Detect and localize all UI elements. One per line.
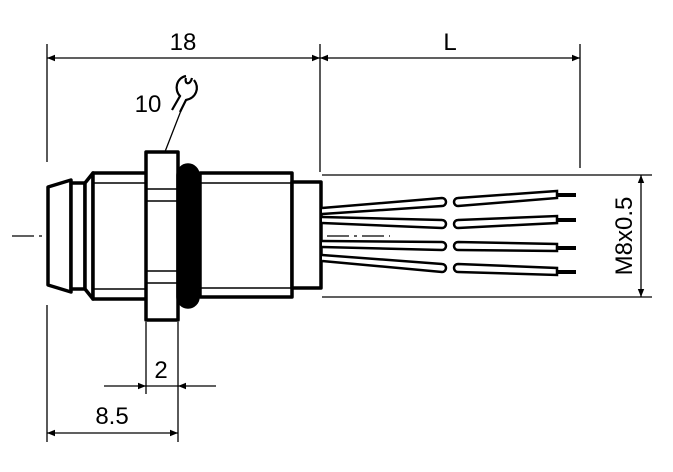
dim-2-label: 2 (154, 357, 167, 384)
hex-nut (144, 150, 180, 322)
thread-label: M8x0.5 (611, 197, 638, 276)
wire (321, 214, 576, 230)
seal-ring (176, 163, 200, 309)
dim-18-label: 18 (170, 29, 197, 56)
wire (321, 239, 576, 253)
wire (321, 189, 576, 216)
dim-8-5-label: 8.5 (95, 403, 128, 430)
connector-body (46, 150, 323, 322)
wires (321, 189, 576, 277)
front-cap (46, 178, 73, 294)
dim-L-label: L (443, 29, 456, 56)
front-thread (91, 171, 149, 301)
rear-cap (290, 180, 323, 290)
wire (321, 253, 576, 277)
rear-body (198, 171, 294, 299)
wrench-size-label: 10 (135, 91, 162, 118)
extension-lines (46, 44, 652, 442)
wrench-icon (171, 74, 198, 113)
front-ring (69, 181, 87, 291)
